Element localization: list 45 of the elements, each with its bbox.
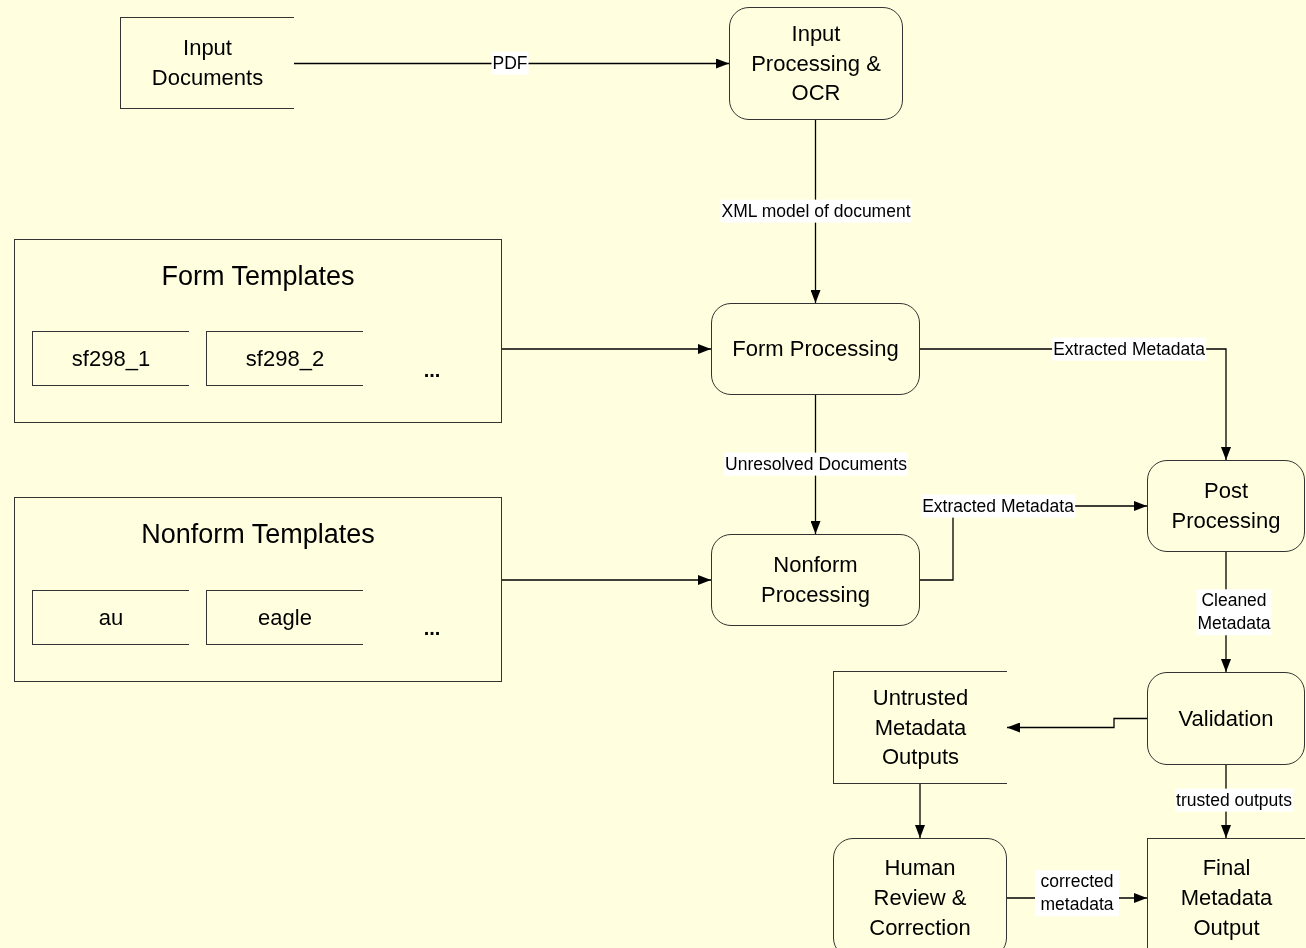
node-label: Final Metadata Output [1179, 854, 1274, 942]
edge-label: trusted outputs [1175, 788, 1293, 812]
node-label: Input Documents [150, 34, 265, 92]
arrow [501, 575, 712, 585]
node-label: Nonform Processing [760, 551, 871, 609]
more-items-mark: ... [423, 616, 441, 640]
data-store-box [120, 17, 294, 109]
process-box [711, 303, 920, 395]
node-label: au [98, 603, 124, 632]
data-store-box [1147, 838, 1305, 948]
edge-label: XML model of document [720, 199, 912, 223]
node-label: sf298_1 [71, 344, 151, 373]
data-store-box [206, 590, 363, 645]
process-box [833, 838, 1007, 948]
group-box [14, 239, 502, 423]
edge-label: Extracted Metadata [921, 494, 1075, 518]
edge-label: Unresolved Documents [724, 452, 908, 476]
data-store-box [32, 590, 189, 645]
more-items-mark: ... [423, 358, 441, 382]
edge-label: corrected metadata [1035, 870, 1119, 916]
node-label: Post Processing [1170, 477, 1282, 535]
process-box [729, 7, 903, 120]
edge-label: PDF [491, 51, 529, 75]
node-label: Untrusted Metadata Outputs [871, 683, 970, 772]
edge-label: Cleaned Metadata [1196, 589, 1272, 635]
group-heading: Nonform Templates [141, 518, 375, 551]
process-box [1147, 460, 1305, 552]
process-box [1147, 672, 1305, 765]
node-label: Form Processing [732, 335, 899, 364]
data-store-box [833, 671, 1007, 784]
group-heading: Form Templates [161, 260, 355, 293]
node-label: Human Review & Correction [868, 854, 972, 942]
process-box [711, 534, 920, 626]
edge-label: Extracted Metadata [1052, 337, 1206, 361]
data-store-box [32, 331, 189, 386]
arrow [1006, 717, 1148, 733]
node-label: Validation [1178, 704, 1274, 733]
node-label: sf298_2 [245, 344, 325, 373]
arrow [293, 58, 730, 69]
node-label: Input Processing & OCR [750, 19, 882, 108]
arrow [501, 344, 712, 354]
arrow [915, 783, 925, 839]
node-label: eagle [258, 603, 312, 632]
group-box [14, 497, 502, 682]
data-store-box [206, 331, 363, 386]
